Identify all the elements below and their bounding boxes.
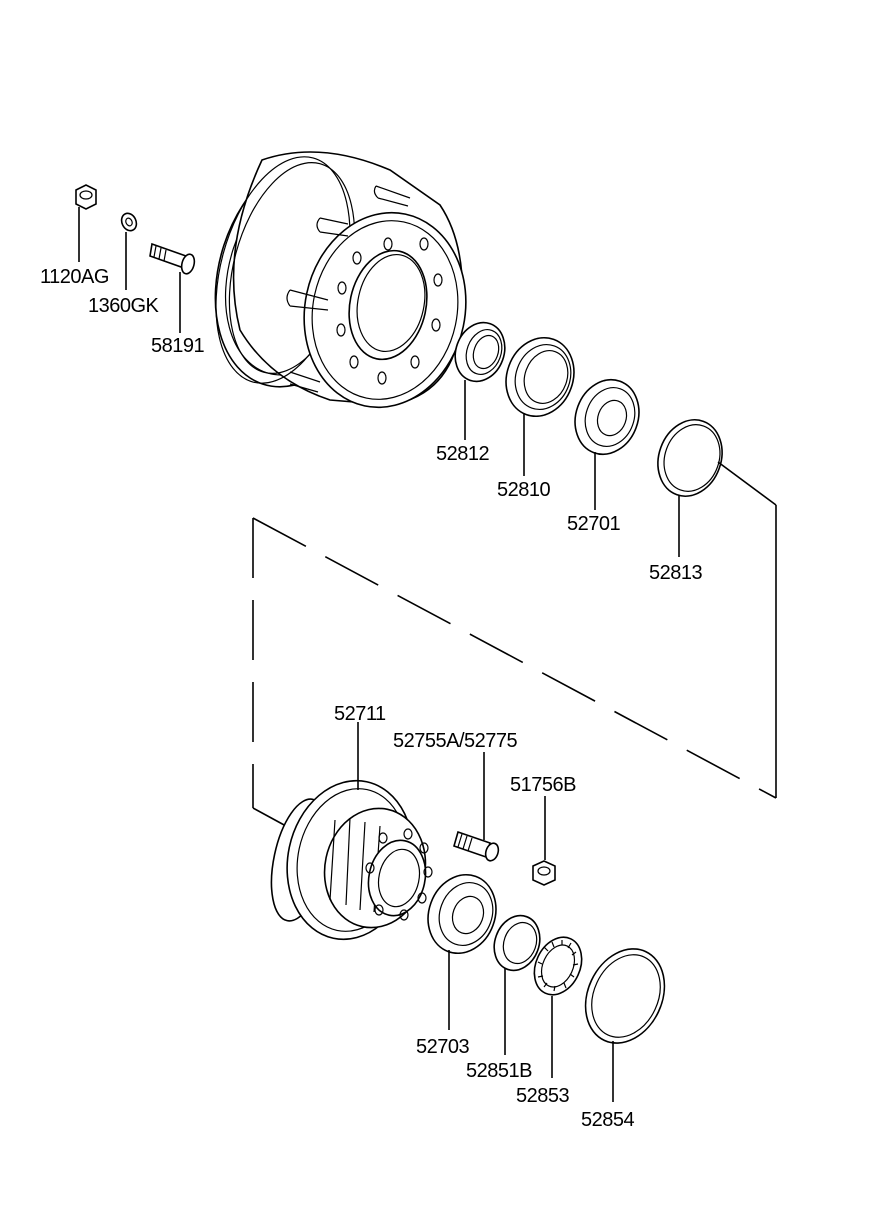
seal-52851b-icon [493,914,541,1055]
retainer-52853-icon [533,936,583,1078]
label-52854: 52854 [581,1109,634,1131]
label-52701: 52701 [567,513,620,535]
label-52853: 52853 [516,1085,569,1107]
label-52810: 52810 [497,479,550,501]
assembly-guide-lines [252,461,777,827]
nut-1120ag-icon [75,184,97,262]
bearing-52703-icon [427,873,497,1030]
washer-1360gk-icon [120,212,138,290]
label-58191: 58191 [151,335,204,357]
nut-51756b-icon [532,796,556,886]
label-51756b: 51756B [510,774,576,796]
bearing-52701-icon [574,378,640,510]
label-52812: 52812 [436,443,489,465]
seal-52812-icon [454,321,506,440]
label-52813: 52813 [649,562,702,584]
label-1120ag: 1120AG [40,266,109,288]
ring-52813-icon [657,419,723,557]
label-52851b: 52851B [466,1060,532,1082]
bearing-52810-icon [505,336,575,476]
brake-drum [214,151,467,409]
label-52703: 52703 [416,1036,469,1058]
part-labels: 1120AG 1360GK 58191 52812 52810 52701 52… [40,266,703,1131]
wheel-hub-52711 [270,722,433,941]
ring-52854-icon [584,948,666,1102]
label-52755a-52775: 52755A/52775 [393,730,518,752]
bolt-58191-icon [149,242,196,333]
stud-52755a-icon [453,752,500,862]
label-1360gk: 1360GK [88,295,160,317]
label-52711: 52711 [334,703,386,725]
